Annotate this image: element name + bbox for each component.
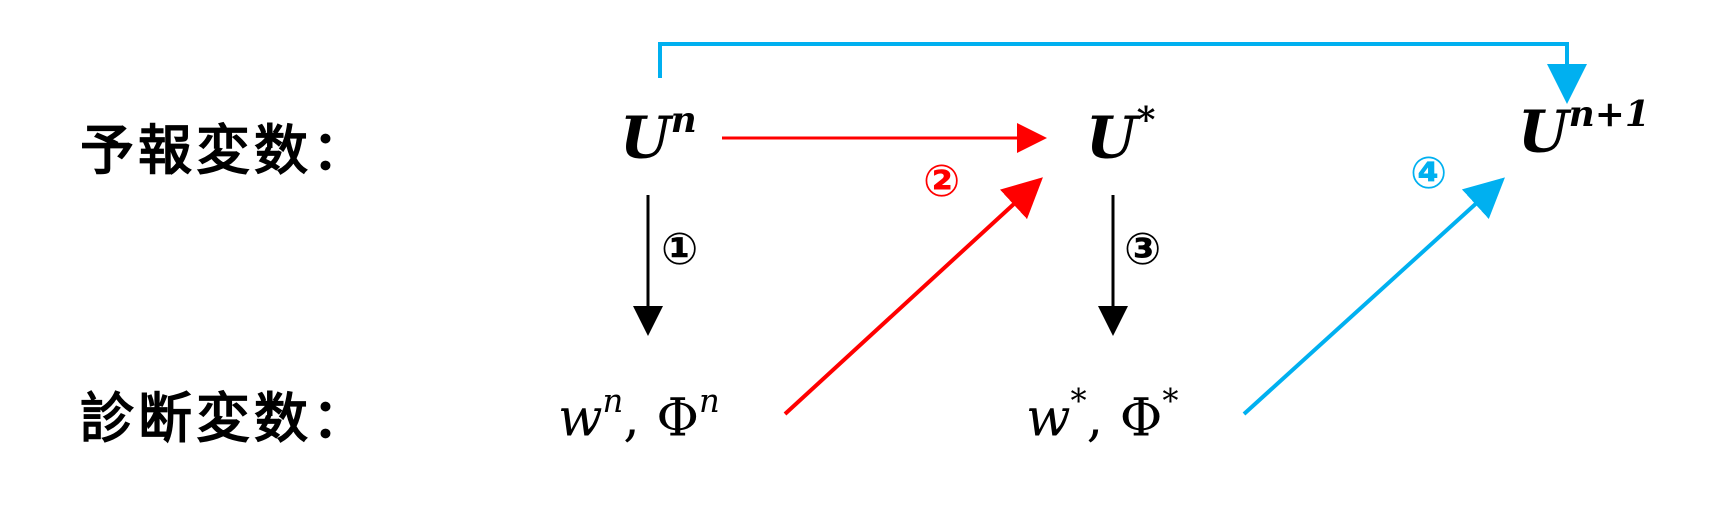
var-phi-n-sup: n bbox=[698, 382, 720, 421]
step-3-marker: ③ bbox=[1124, 224, 1162, 275]
var-u-n-sup: n bbox=[670, 98, 697, 141]
prognostic-row-label: 予報変数： bbox=[80, 119, 370, 182]
arrow-step4-diagonal bbox=[1242, 177, 1505, 416]
var-phi-star-sup: * bbox=[1162, 382, 1179, 421]
step-1-marker: ① bbox=[661, 224, 699, 275]
var-u-n-base: U bbox=[620, 103, 671, 172]
diagnostic-row-label: 診断変数： bbox=[80, 387, 370, 450]
var-u-star-sup: * bbox=[1136, 98, 1156, 141]
var-u-n-plus-1-base: U bbox=[1518, 97, 1569, 166]
var-w-star-base: w bbox=[1026, 388, 1071, 449]
arrow-step2-diagonal bbox=[783, 177, 1043, 416]
var-w-n-phi-n: wn, Φn bbox=[558, 385, 720, 444]
var-u-n-plus-1-sup: n+1 bbox=[1568, 92, 1650, 135]
var-w-star-sup: * bbox=[1070, 382, 1087, 421]
var-phi-star-base: Φ bbox=[1119, 388, 1163, 449]
var-u-n-plus-1: Un+1 bbox=[1518, 96, 1650, 161]
var-u-n: Un bbox=[620, 102, 697, 167]
var-w-n-sup: n bbox=[602, 382, 624, 421]
var-u-star: U* bbox=[1086, 102, 1155, 167]
var-u-star-base: U bbox=[1086, 103, 1137, 172]
var-w-star-sep: , bbox=[1086, 388, 1120, 449]
step-4-marker: ④ bbox=[1410, 148, 1448, 199]
arrow-step4-bracket bbox=[658, 42, 1587, 104]
var-w-star-phi-star: w*, Φ* bbox=[1026, 385, 1178, 444]
step-2-marker: ② bbox=[923, 156, 961, 207]
var-phi-n-base: Φ bbox=[656, 388, 699, 449]
var-w-n-base: w bbox=[558, 388, 603, 449]
var-w-n-sep: , bbox=[623, 388, 657, 449]
